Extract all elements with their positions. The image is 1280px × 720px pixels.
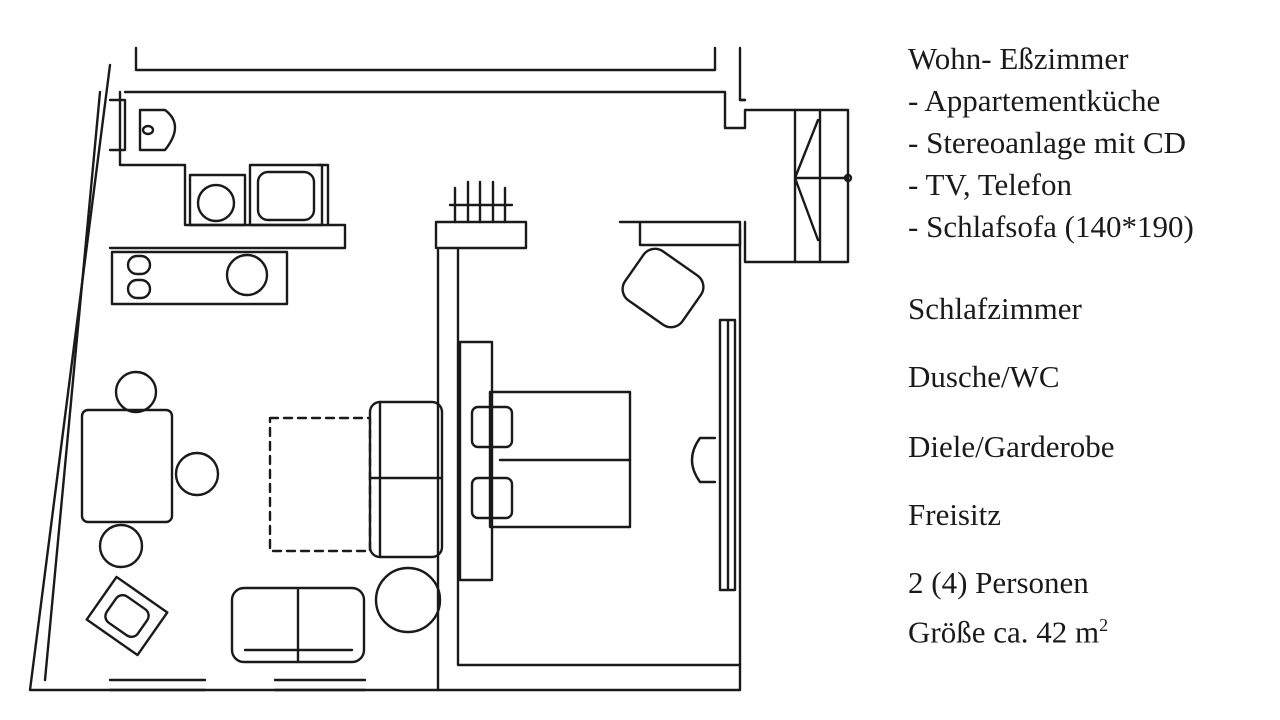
terrace-label: Freisitz (908, 497, 1001, 532)
feature-stereo: - Stereoanlage mit CD (908, 125, 1187, 160)
summary: 2 (4) Personen Größe ca. 42 m2 (908, 562, 1109, 650)
dining-area (80, 370, 220, 657)
feature-tv-phone: - TV, Telefon (908, 167, 1073, 202)
living-area (230, 400, 444, 664)
feature-sofa-bed: - Schlafsofa (140*190) (908, 209, 1194, 244)
windows (108, 108, 853, 692)
size-text: Größe ca. 42 m (908, 614, 1100, 650)
persons-label: 2 (4) Personen (908, 565, 1089, 600)
hall-label: Diele/Garderobe (908, 429, 1115, 464)
floor-plan-drawing (28, 46, 853, 692)
bathroom-label: Dusche/WC (908, 359, 1060, 394)
feature-kitchen: - Appartementküche (908, 83, 1161, 118)
size-label: Größe ca. 42 m2 (908, 604, 1109, 650)
outer-walls (28, 46, 850, 692)
living-room-title: Wohn- Eßzimmer (908, 41, 1129, 76)
kitchen (110, 250, 289, 306)
size-unit-superscript: 2 (1099, 615, 1109, 635)
bathroom (108, 90, 347, 250)
bedroom (434, 180, 742, 692)
living-room-description: Wohn- Eßzimmer - Appartementküche - Ster… (908, 38, 1194, 248)
bedroom-label: Schlafzimmer (908, 291, 1082, 326)
